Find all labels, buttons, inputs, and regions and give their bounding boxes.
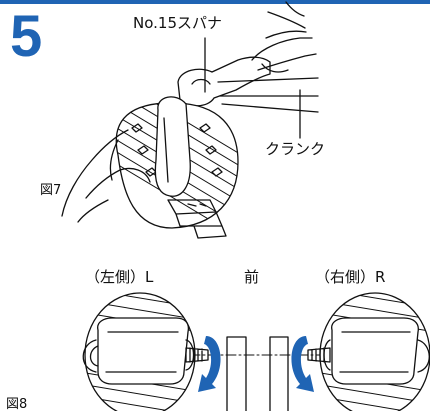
upper-hand (251, 1, 317, 73)
figure-8-label: 図8 (6, 397, 28, 412)
crank-label: クランク (265, 140, 326, 158)
front-label: 前 (244, 268, 260, 286)
left-spindle (185, 347, 209, 363)
left-hand (61, 129, 151, 223)
figure-7-illustration (61, 1, 319, 239)
header-rule (0, 0, 430, 4)
figure-8-illustration (82, 292, 430, 411)
crank-arm (217, 77, 319, 113)
right-rotate-arrow-icon (291, 336, 314, 392)
right-crank (269, 336, 289, 411)
left-rotate-arrow-icon (198, 336, 221, 392)
right-side-label: （右側）R (315, 268, 386, 286)
spanner-label: No.15スパナ (133, 14, 222, 32)
right-spindle (307, 347, 331, 363)
left-side-label: （左側）L (85, 268, 154, 286)
rotation-arrows (198, 336, 314, 392)
left-crank (226, 336, 247, 411)
pedal-spindle (167, 199, 227, 239)
step-number: 5 (10, 4, 43, 69)
pedal-strap (154, 96, 191, 197)
figure-7-label: 図7 (40, 183, 62, 198)
wrench-icon (177, 56, 271, 107)
